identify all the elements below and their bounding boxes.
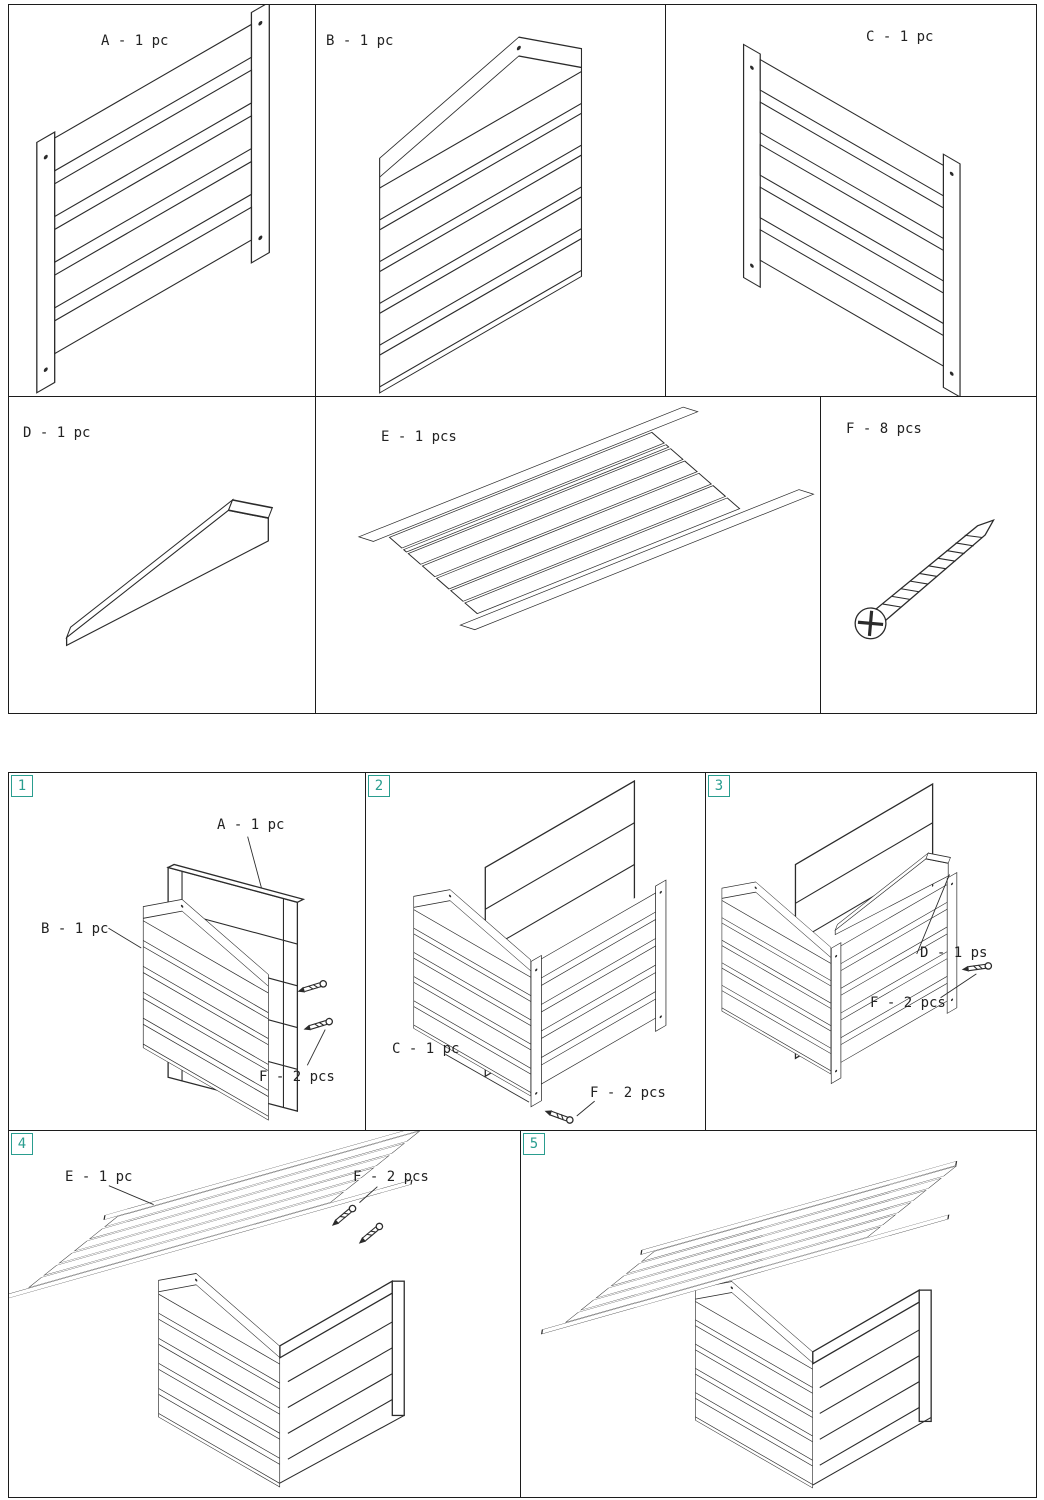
part-cell-d: D - 1 pc [8, 396, 316, 714]
part-e-drawing [357, 406, 815, 631]
part-cell-e: E - 1 pcs [315, 396, 821, 714]
step-cell-3: 3 D - 1 ps F - 2 pcs [705, 772, 1037, 1131]
step-1-label-b: B - 1 pc [41, 921, 109, 937]
part-cell-c: C - 1 pc [665, 4, 1037, 397]
step-2-label-f: F - 2 pcs [590, 1085, 666, 1101]
step-3-drawing [706, 782, 993, 1084]
part-d-drawing [65, 476, 274, 659]
part-b-label: B - 1 pc [326, 33, 394, 49]
part-b-drawing [316, 5, 665, 396]
step-3-label-f: F - 2 pcs [870, 995, 946, 1011]
part-cell-a: A - 1 pc [8, 4, 316, 397]
part-c-drawing [742, 38, 961, 396]
part-d-label: D - 1 pc [23, 425, 91, 441]
step-cell-1: 1 A - 1 pc B - 1 pc F - 2 pcs [8, 772, 366, 1131]
step-3-label-d: D - 1 ps [920, 945, 988, 961]
step-2-number: 2 [368, 775, 390, 797]
step-1-label-f: F - 2 pcs [259, 1069, 335, 1085]
step-1-drawing [108, 836, 334, 1130]
step-cell-2: 2 C - 1 pc F - 2 pcs [365, 772, 706, 1131]
step-2-label-c: C - 1 pc [392, 1041, 460, 1057]
step-1-label-a: A - 1 pc [217, 817, 285, 833]
step-4-number: 4 [11, 1133, 33, 1155]
step-cell-5: 5 [520, 1130, 1037, 1498]
step-1-number: 1 [11, 775, 33, 797]
part-a-label: A - 1 pc [101, 33, 169, 49]
step-4-label-f: F - 2 pcs [353, 1169, 429, 1185]
part-cell-f: F - 8 pcs [820, 396, 1037, 714]
step-4-label-e: E - 1 pc [65, 1169, 133, 1185]
step-5-drawing [540, 1160, 958, 1497]
step-cell-4: 4 E - 1 pc F - 2 pcs [8, 1130, 521, 1498]
part-c-label: C - 1 pc [866, 29, 934, 45]
part-f-drawing [854, 519, 995, 640]
part-e-label: E - 1 pcs [381, 429, 457, 445]
part-f-label: F - 8 pcs [846, 421, 922, 437]
part-a-drawing [36, 5, 271, 394]
step-2-drawing [366, 779, 667, 1125]
step-5-number: 5 [523, 1133, 545, 1155]
step-4-drawing [9, 1131, 421, 1497]
part-cell-b: B - 1 pc [315, 4, 666, 397]
step-3-number: 3 [708, 775, 730, 797]
